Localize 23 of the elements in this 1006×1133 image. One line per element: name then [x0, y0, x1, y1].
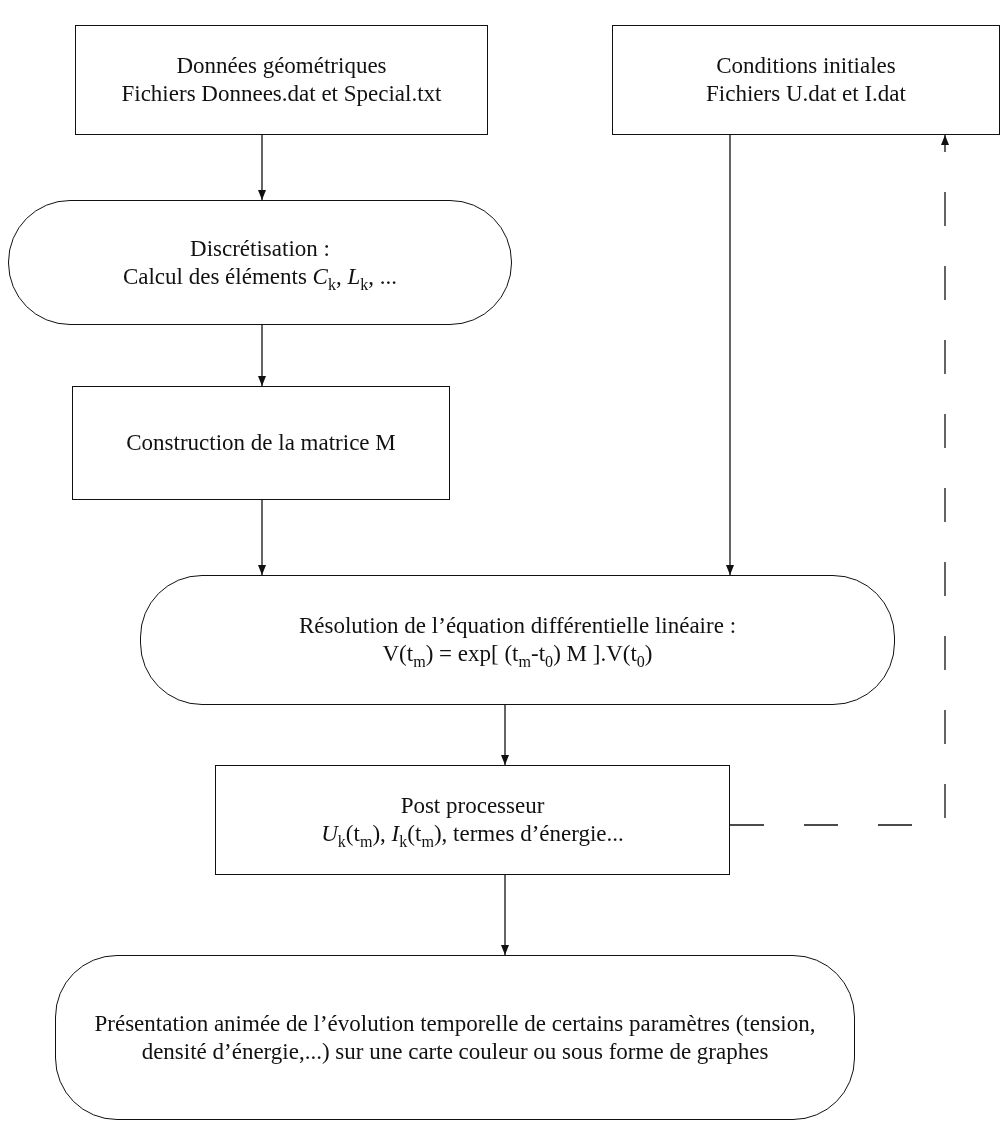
node-text: Conditions initiales [716, 52, 896, 80]
arrow [258, 134, 266, 201]
node-text: Données géométriques [176, 52, 387, 80]
arrow [258, 324, 266, 387]
process-box [72, 386, 450, 500]
process-terminal [55, 955, 855, 1120]
process-box [612, 25, 1000, 135]
node-text: Post processeur [400, 792, 545, 820]
arrow [501, 704, 509, 766]
node-text: Présentation animée de l’évolution temporelle de certains paramètres (tension, densité d’énergie,...) sur une carte couleur ou sous forme de graphes [93, 1009, 817, 1066]
node-text: Calcul des éléments C$_{k}$, L$_{k}$, ... [122, 262, 398, 291]
arrow [501, 874, 509, 956]
node-text: Discrétisation : [190, 234, 330, 263]
process-box [215, 765, 730, 875]
node-text: U$_{k}$(t$_{m}$), I$_{k}$(t$_{m}$), termes d’énergie... [321, 820, 624, 848]
process-box [75, 25, 488, 135]
arrow [258, 499, 266, 576]
arrow [726, 134, 734, 576]
node-text: Fichiers Donnees.dat et Special.txt [121, 80, 442, 108]
node-text: V(t$_{m}$) = exp[ (t$_{m}$-t$_{0}$) M ].V(t$_{0}$) [382, 640, 653, 668]
node-text: Fichiers U.dat et I.dat [706, 80, 906, 108]
node-text: Résolution de l’équation différentielle linéaire : [298, 612, 737, 640]
node-text: Construction de la matrice M [126, 429, 396, 457]
